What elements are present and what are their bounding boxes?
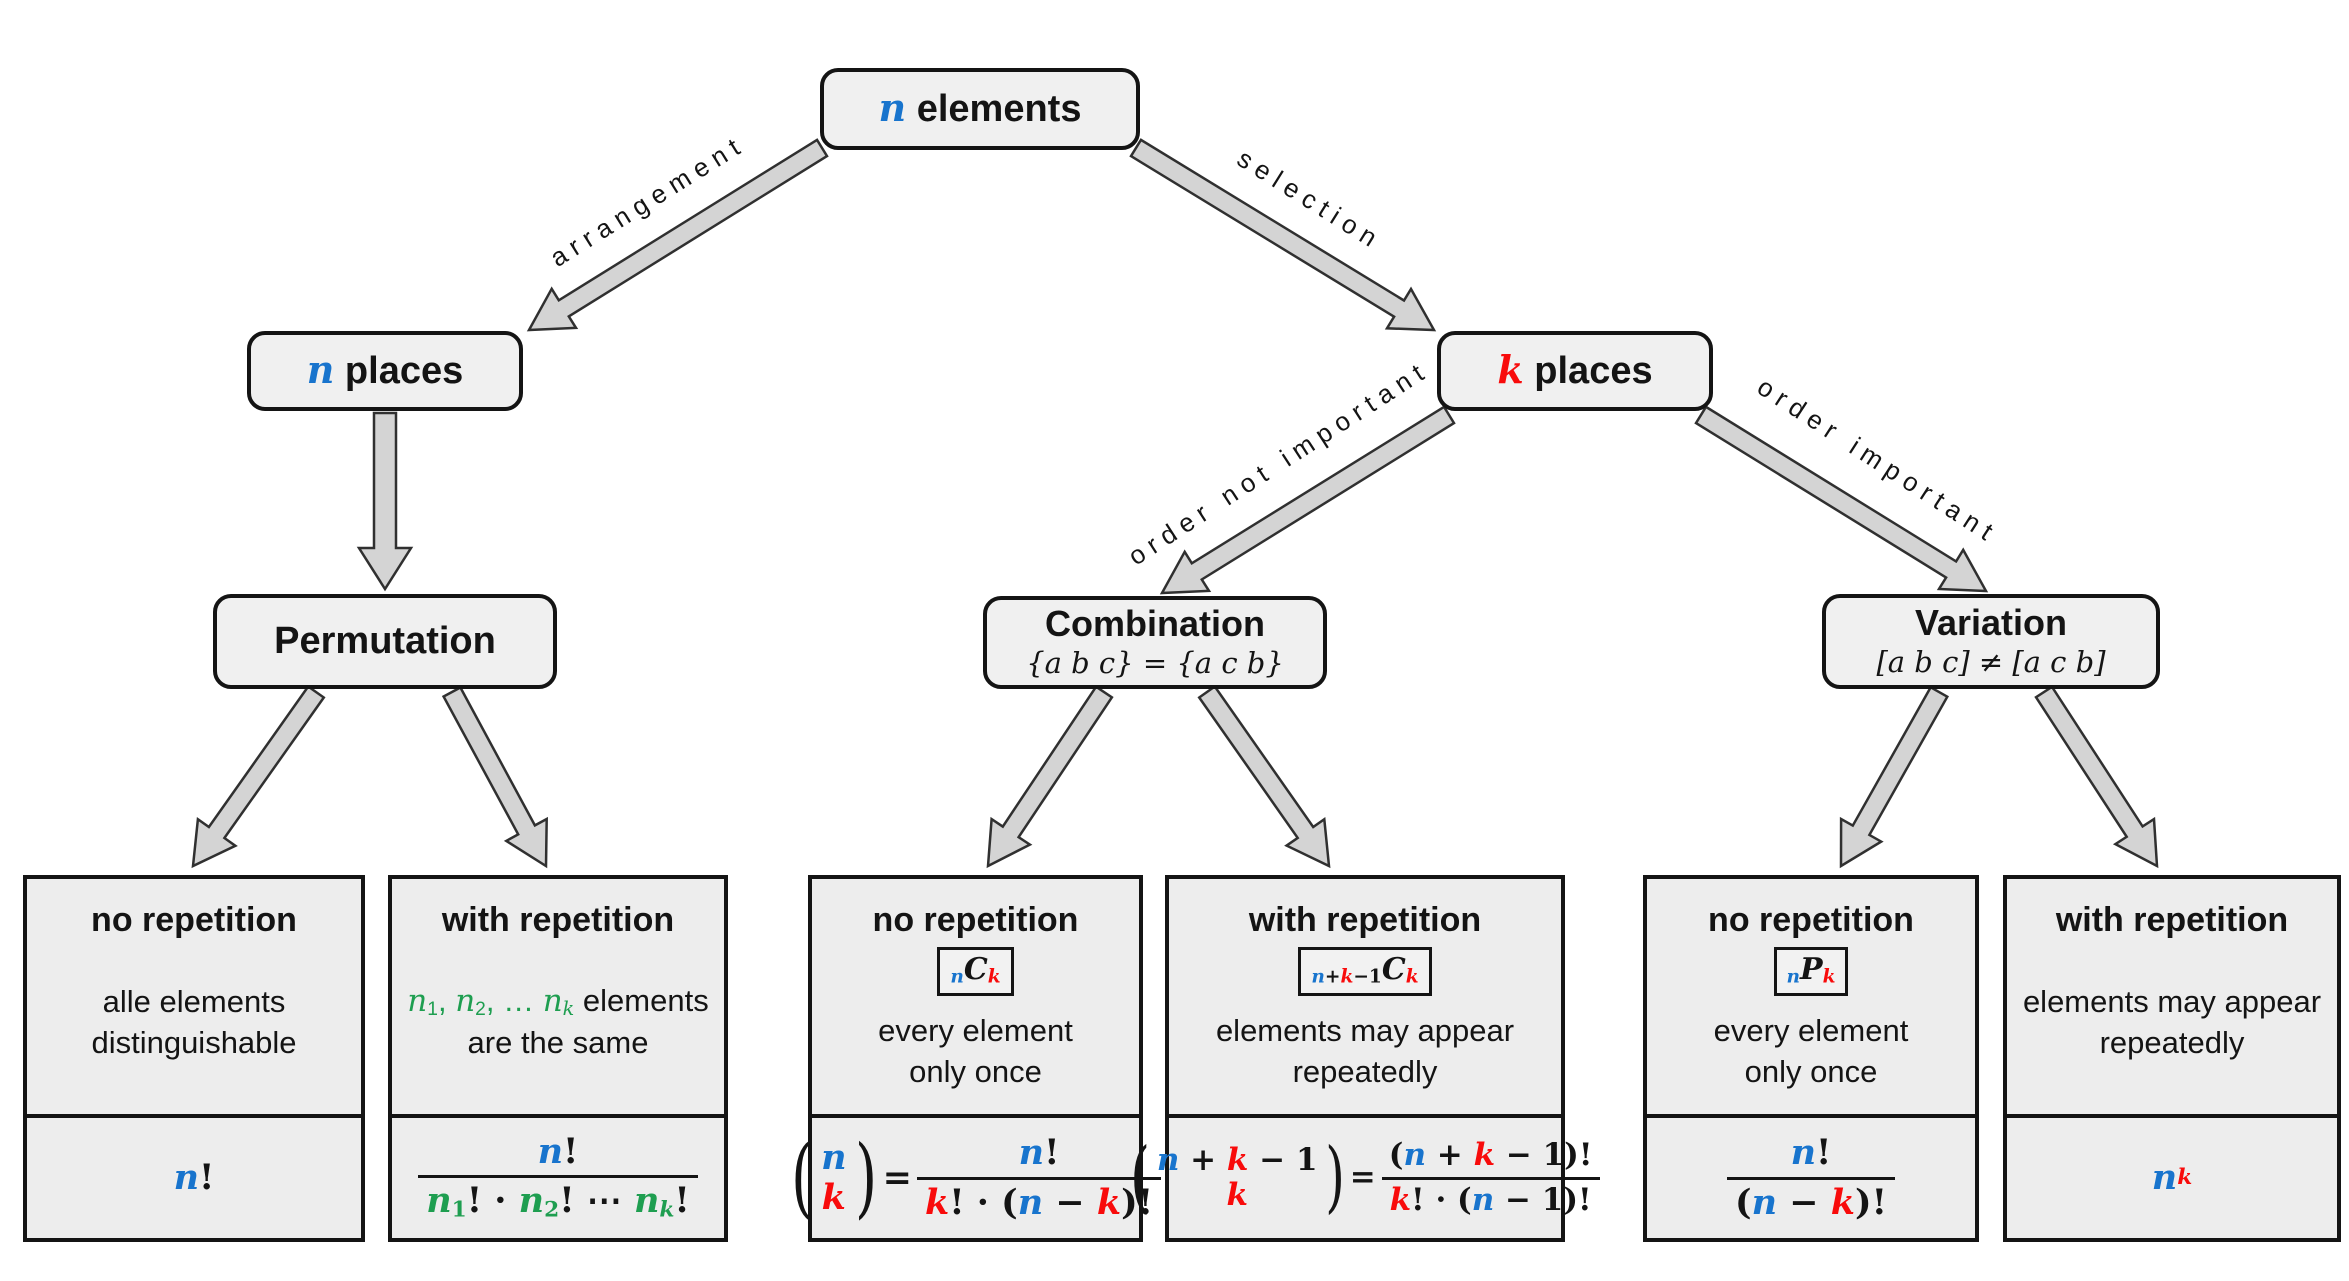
node-k-places: k places xyxy=(1437,331,1713,411)
node-variation-subtitle: [a b c] ≠ [a c b] xyxy=(1876,644,2106,679)
node-k-places-title: k places xyxy=(1497,347,1653,393)
formula: n!(n − k)! xyxy=(1722,1133,1900,1223)
arrow-connector xyxy=(1197,684,1331,869)
arrow-connector xyxy=(356,411,414,592)
arrow-connector xyxy=(2034,685,2159,869)
arrow-connector xyxy=(1129,138,1437,332)
node-combination-subtitle: {a b c} = {a c b} xyxy=(1026,645,1284,680)
formula-badge: nCk xyxy=(937,947,1014,996)
box-formula-section: n! xyxy=(27,1118,361,1238)
node-variation-title: Variation xyxy=(1914,602,2068,644)
box-header: with repetition xyxy=(1248,901,1482,939)
box-header: with repetition xyxy=(441,901,675,939)
arrow-connector xyxy=(191,684,326,869)
node-permutation-title: Permutation xyxy=(274,619,496,662)
node-combination-title: Combination xyxy=(1045,603,1265,645)
box-header: no repetition xyxy=(872,901,1079,939)
box-formula-section: n!n1! · n2! ⋯ nk! xyxy=(392,1118,724,1238)
node-n-places-title: n places xyxy=(306,347,464,393)
node-n-elements-title: n elements xyxy=(878,85,1082,131)
box-header: with repetition xyxy=(2055,901,2289,939)
arrow-connector xyxy=(1159,405,1456,595)
node-combination: Combination {a b c} = {a c b} xyxy=(983,596,1327,689)
box-combination-with-repetition: with repetition n+k−1Ck elements may app… xyxy=(1130,875,1600,1242)
arrow-connector xyxy=(986,684,1114,869)
arrow-connector xyxy=(1694,405,1989,593)
formula-badge: nPk xyxy=(1773,947,1849,996)
arrow-connector xyxy=(526,138,829,332)
formula: n! xyxy=(173,1156,215,1198)
box-header: no repetition xyxy=(91,901,297,939)
formula-badge: n+k−1Ck xyxy=(1298,947,1432,996)
node-variation: Variation [a b c] ≠ [a c b] xyxy=(1822,594,2160,689)
box-formula-section: n!(n − k)! xyxy=(1647,1118,1975,1238)
node-n-elements: n elements xyxy=(820,68,1140,150)
formula: n!n1! · n2! ⋯ nk! xyxy=(413,1132,703,1224)
node-permutation: Permutation xyxy=(213,594,557,689)
node-n-places: n places xyxy=(247,331,523,411)
box-top: with repetition n+k−1Ck elements may app… xyxy=(1169,879,1561,1118)
arrow-connector xyxy=(1839,685,1950,869)
box-header: no repetition xyxy=(1708,901,1914,939)
arrow-connector xyxy=(441,685,548,869)
